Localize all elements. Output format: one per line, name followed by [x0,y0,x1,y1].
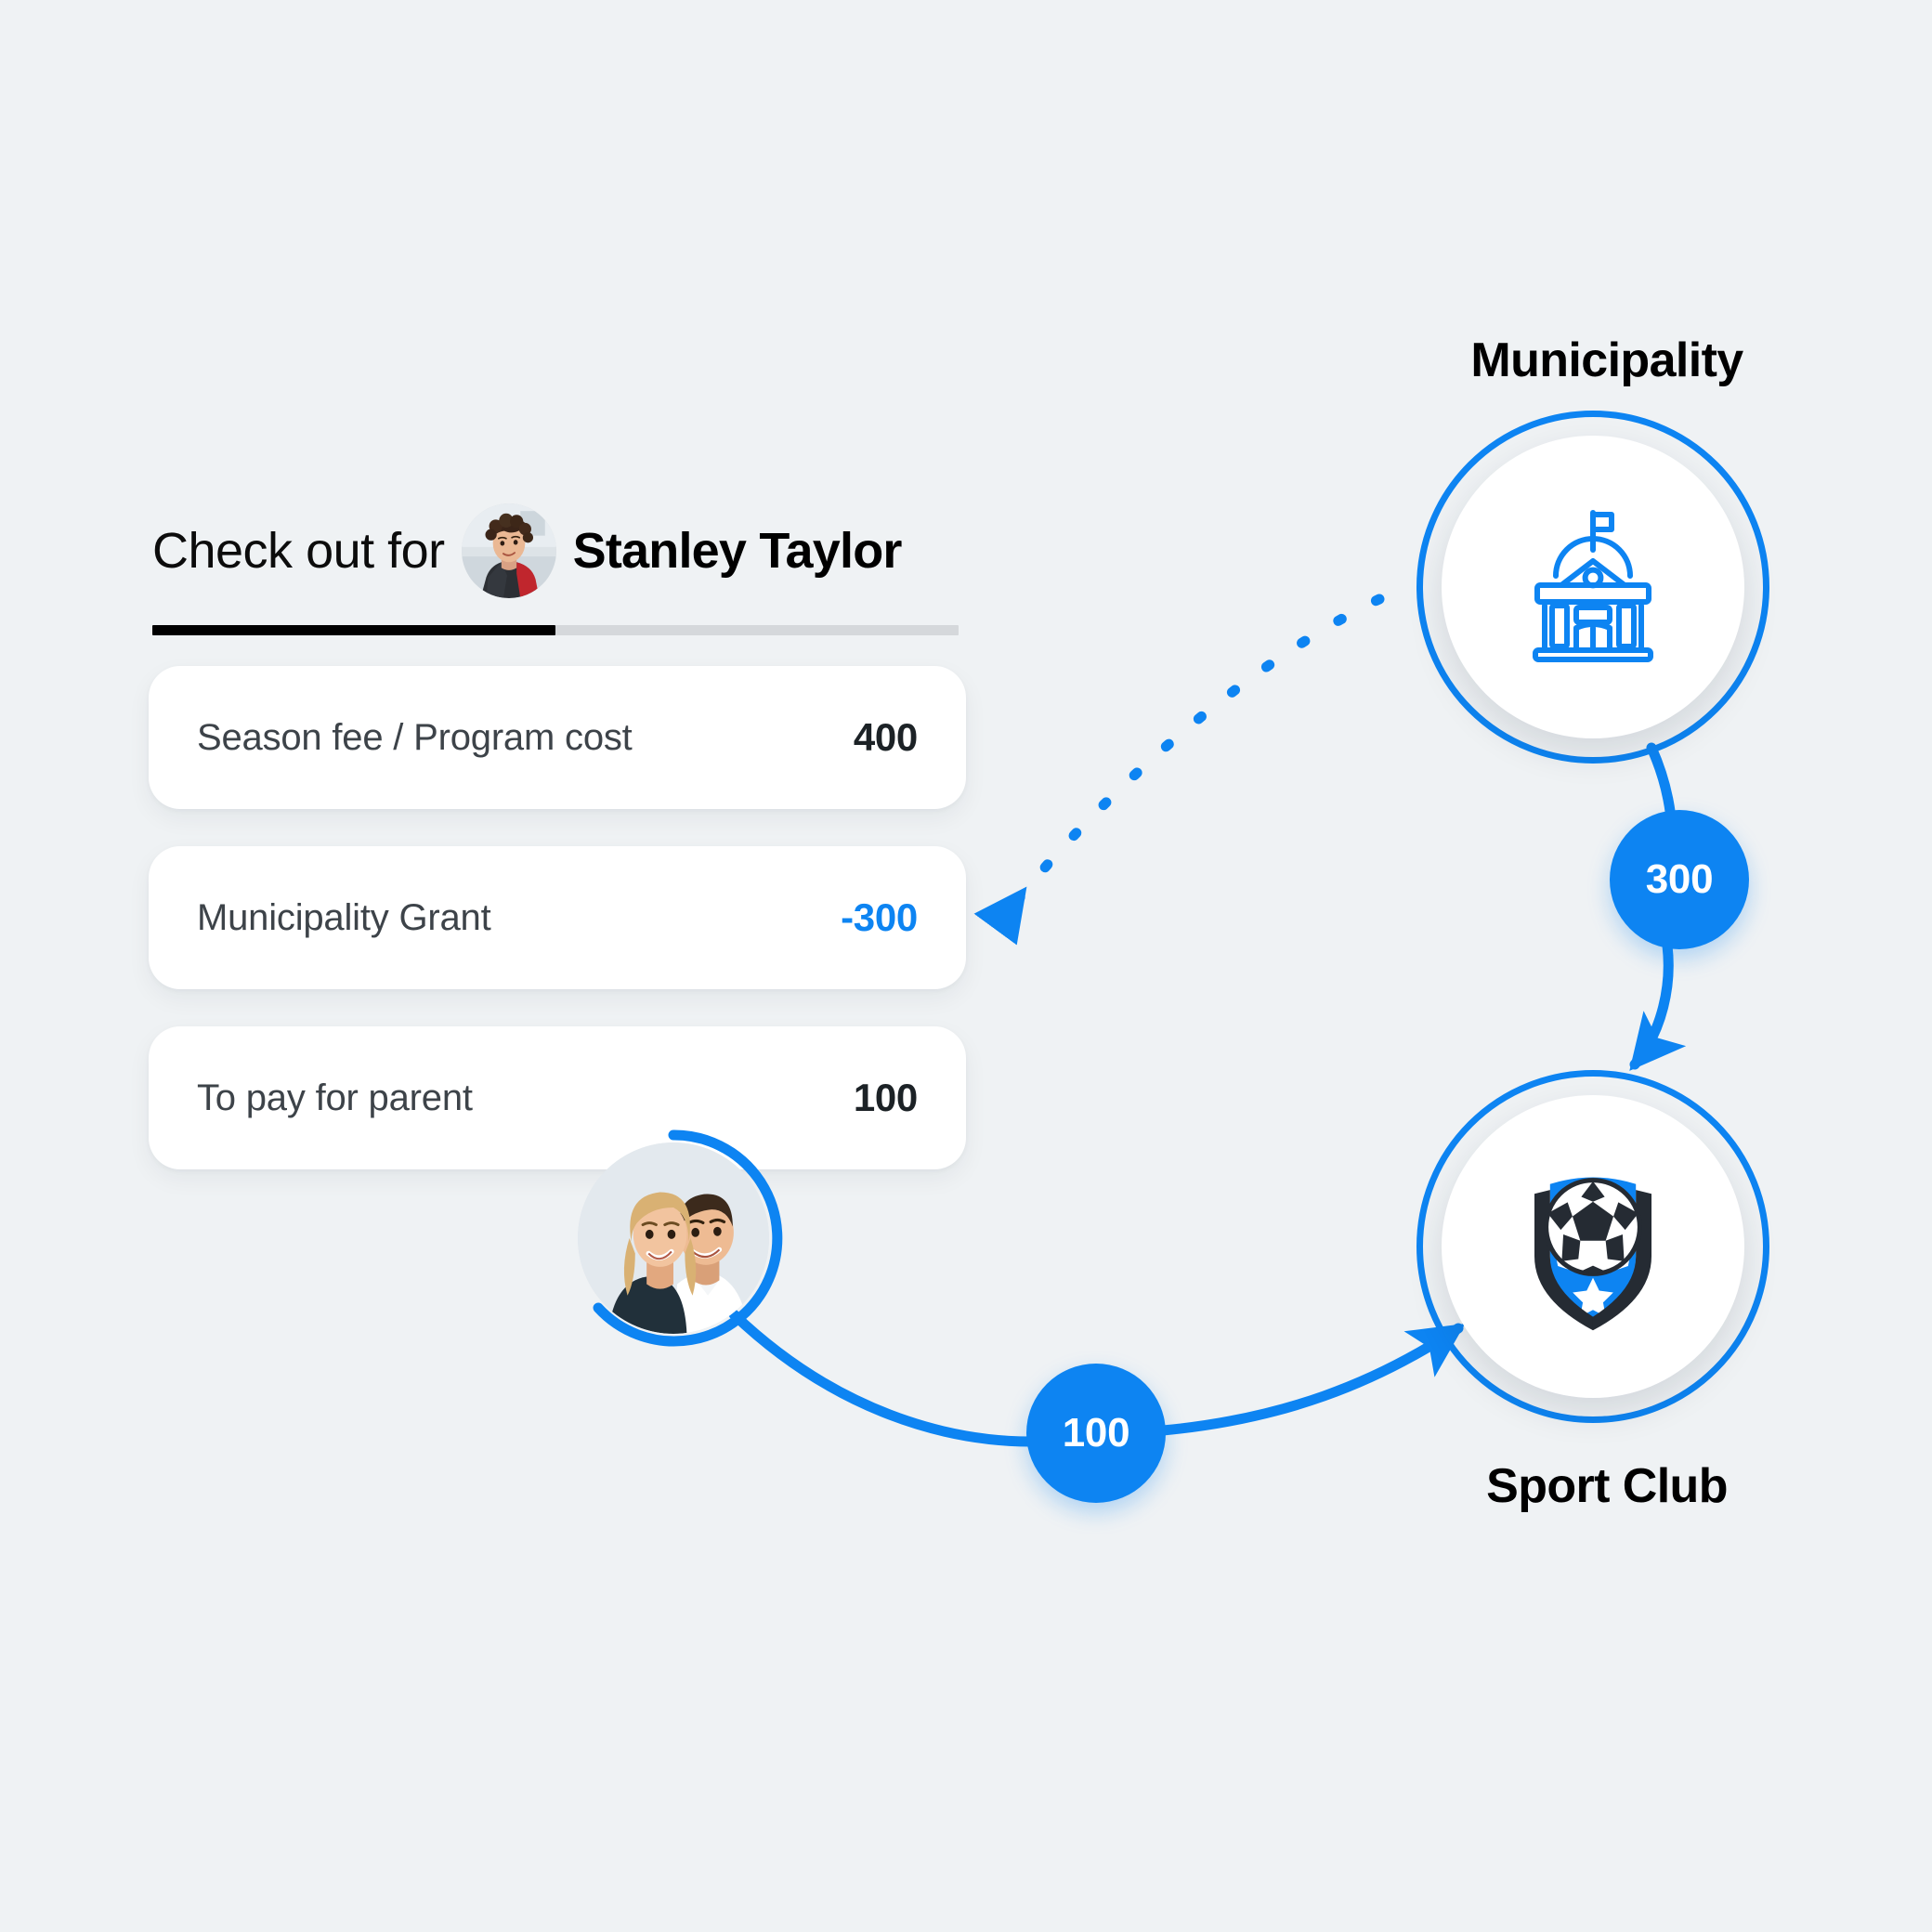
checkout-header: Check out for [149,503,966,598]
fee-row-parent[interactable]: To pay for parent 100 [149,1026,966,1169]
soccer-shield-icon [1534,1177,1651,1331]
parent-avatar-wrap [557,1122,790,1354]
fee-row-season[interactable]: Season fee / Program cost 400 [149,666,966,809]
parent-avatar-ring [593,1129,783,1347]
checkout-progress-track [152,625,959,635]
badge-to-club-arrow [1157,1323,1466,1436]
fee-rows: Season fee / Program cost 400 Municipali… [149,666,966,1207]
dashed-grant-flow [973,594,1385,946]
page-title: Check out for [152,523,445,579]
fee-value: 100 [853,1076,918,1119]
child-name: Stanley Taylor [572,523,903,579]
municipality-node-inner [1442,436,1744,738]
fee-label: Municipality Grant [197,896,491,938]
sport-club-node[interactable] [1416,1070,1769,1423]
sport-club-node-inner [1442,1095,1744,1398]
sport-club-label: Sport Club [1486,1459,1728,1513]
fee-value: -300 [841,895,918,939]
flow-badge-300: 300 [1610,810,1749,949]
flow-badge-100: 100 [1026,1364,1166,1503]
municipality-label: Municipality [1470,333,1743,387]
badge-to-sportclub-arrow [1629,940,1687,1071]
government-building-icon [1533,510,1653,662]
fee-label: To pay for parent [197,1077,473,1118]
fee-value: 400 [853,715,918,759]
municipality-node[interactable] [1416,411,1769,764]
child-avatar [461,503,556,598]
fee-label: Season fee / Program cost [197,716,633,758]
checkout-progress-fill [152,625,555,635]
fee-row-grant[interactable]: Municipality Grant -300 [149,846,966,989]
parent-avatar [578,1142,769,1334]
checkout-panel: Check out for [149,503,966,1169]
